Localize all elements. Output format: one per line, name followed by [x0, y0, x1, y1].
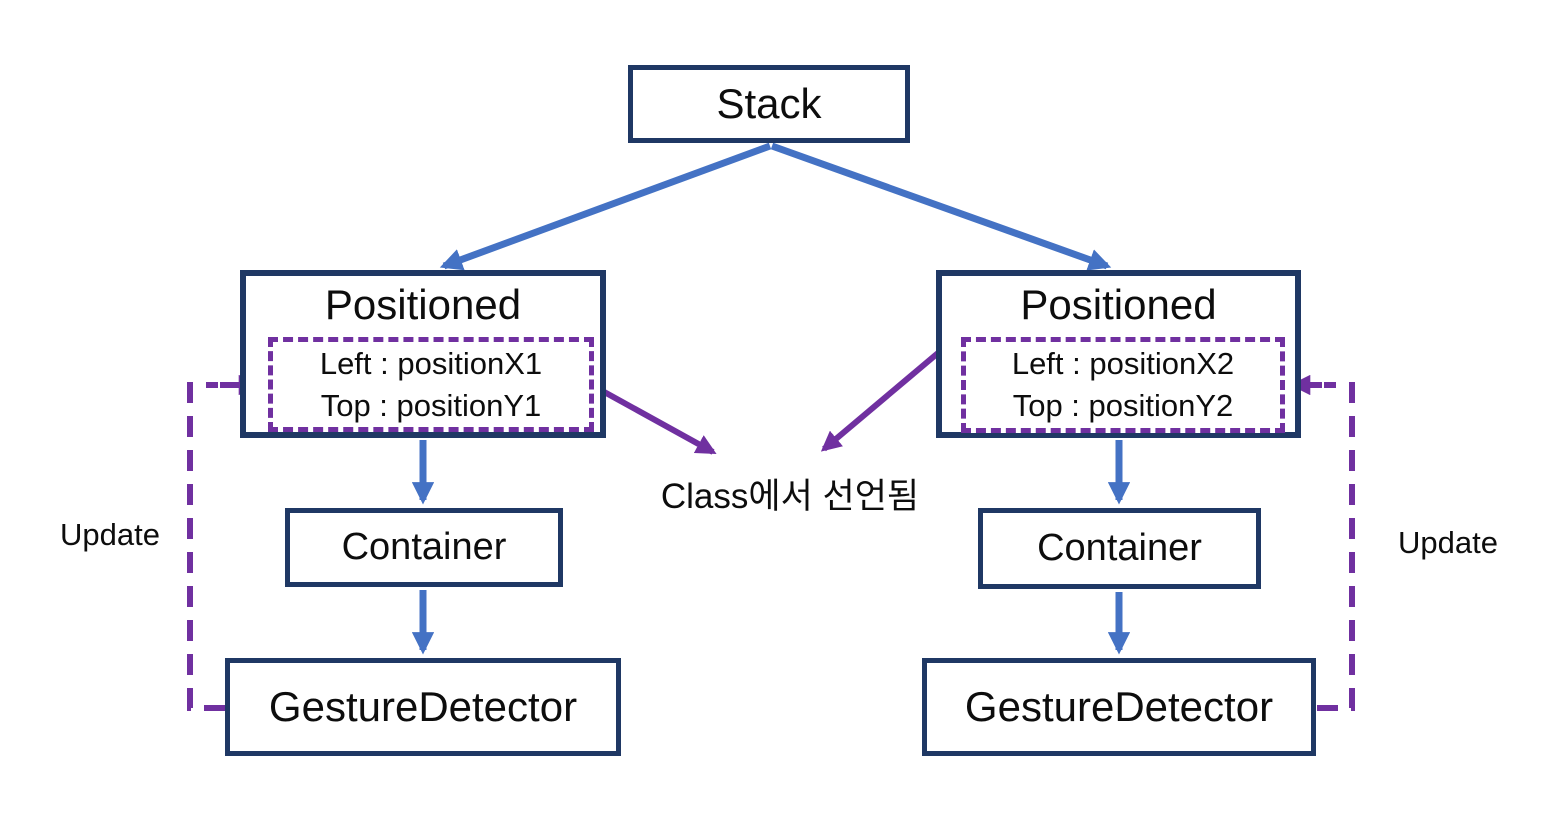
positioned-left-props-box: Left : positionX1 Top : positionY1: [268, 337, 594, 432]
arrow-stack-to-positioned-left: [439, 142, 772, 271]
arrow-positioned-right-to-class-note: [820, 350, 940, 452]
positioned-right-prop-left: Left : positionX2: [1011, 346, 1235, 381]
class-declaration-note: Class에서 선언됨: [660, 477, 920, 516]
positioned-right-title: Positioned: [1020, 281, 1217, 328]
positioned-right-node: Positioned Left : positionX2 Top : posit…: [936, 270, 1301, 438]
gesture-detector-left-node: GestureDetector: [225, 658, 621, 756]
positioned-right-prop-top: Top : positionY2: [1012, 388, 1234, 423]
arrow-stack-to-positioned-right: [770, 142, 1112, 271]
stack-node: Stack: [628, 65, 910, 143]
container-right-label: Container: [1037, 527, 1202, 569]
update-label-left: Update: [60, 517, 160, 552]
container-right-node: Container: [978, 508, 1261, 589]
update-loop-left-dashed: [187, 382, 225, 711]
positioned-left-prop-left: Left : positionX1: [319, 345, 543, 381]
stack-node-label: Stack: [716, 80, 822, 127]
arrow-positioned-left-to-class-note: [586, 380, 717, 455]
container-left-label: Container: [341, 526, 507, 568]
positioned-left-title: Positioned: [324, 281, 522, 328]
positioned-right-props-box: Left : positionX2 Top : positionY2: [961, 337, 1285, 433]
container-left-node: Container: [285, 508, 563, 587]
positioned-left-node: Positioned Left : positionX1 Top : posit…: [240, 270, 606, 438]
gesture-detector-left-label: GestureDetector: [268, 683, 578, 730]
positioned-left-prop-top: Top : positionY1: [320, 387, 542, 423]
update-label-right: Update: [1398, 525, 1498, 560]
gesture-detector-right-node: GestureDetector: [922, 658, 1316, 756]
update-loop-right-dashed: [1317, 382, 1355, 711]
gesture-detector-right-label: GestureDetector: [964, 683, 1274, 730]
